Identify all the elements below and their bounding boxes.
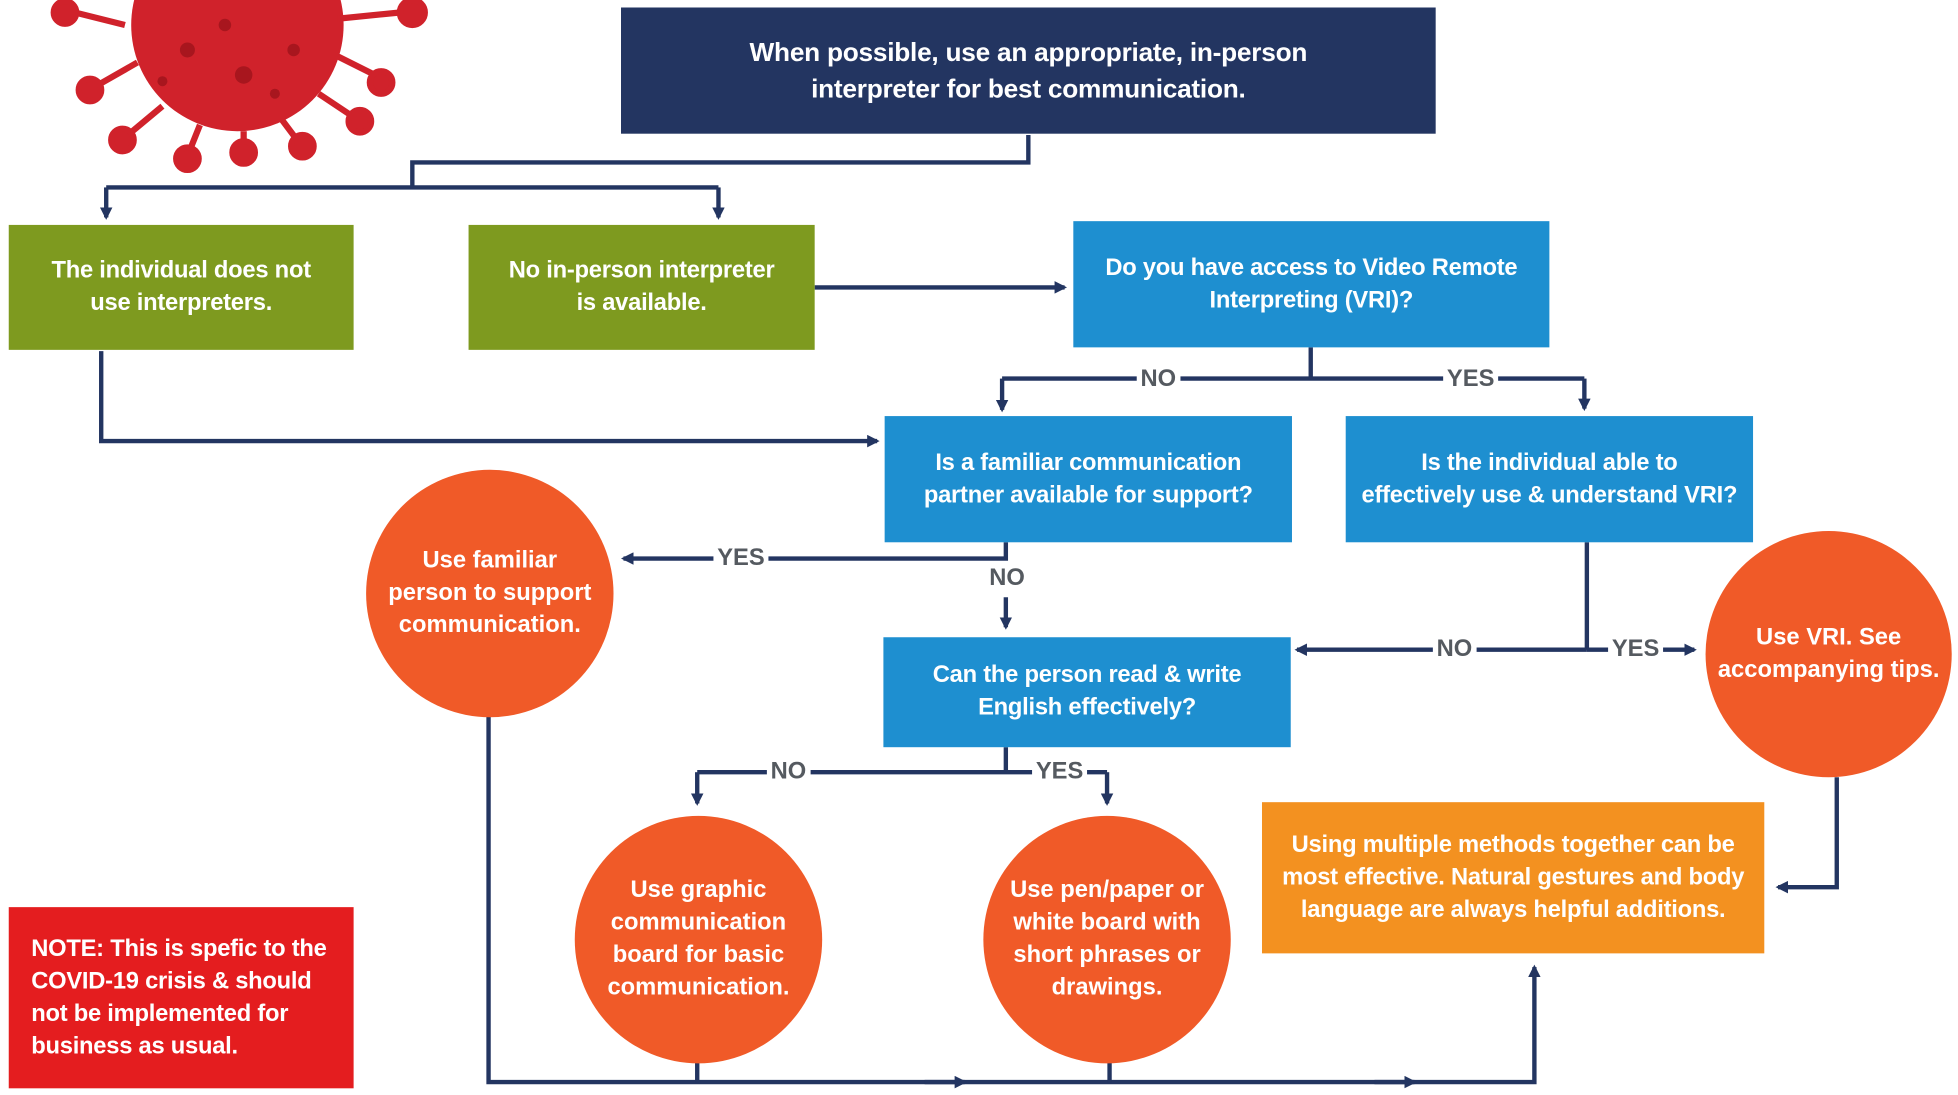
use-familiar-circle: Use familiar person to support communica… xyxy=(366,469,614,718)
multiple-methods-box: Using multiple methods together can be m… xyxy=(1261,802,1765,954)
familiar-no-label: NO xyxy=(985,564,1029,593)
no-inperson-box: No in-person interpreter is available. xyxy=(468,224,815,350)
top-recommendation-text: When possible, use an appropriate, in-pe… xyxy=(749,38,1308,104)
note-text: This is spefic to the COVID-19 crisis & … xyxy=(31,935,327,1059)
able-vri-text: Is the individual able to effectively us… xyxy=(1361,449,1738,508)
graphic-board-circle: Use graphic communication board for basi… xyxy=(574,815,823,1064)
vri-no-label: NO xyxy=(1136,366,1180,394)
able-no-label: NO xyxy=(1432,635,1476,664)
familiar-partner-box: Is a familiar communication partner avai… xyxy=(884,416,1292,543)
use-vri-circle: Use VRI. See accompanying tips. xyxy=(1705,531,1952,778)
vri-yes-label: YES xyxy=(1443,366,1499,394)
familiar-partner-text: Is a familiar communication partner avai… xyxy=(923,449,1253,508)
pen-paper-text: Use pen/paper or white board with short … xyxy=(1010,877,1205,1001)
able-yes-label: YES xyxy=(1608,635,1664,664)
vri-access-text: Do you have access to Video Remote Inter… xyxy=(1105,254,1518,313)
graphic-board-text: Use graphic communication board for basi… xyxy=(607,877,790,1001)
pen-paper-circle: Use pen/paper or white board with short … xyxy=(983,815,1231,1064)
no-inperson-text: No in-person interpreter is available. xyxy=(508,257,775,317)
note-label: NOTE: xyxy=(31,935,104,962)
read-no-label: NO xyxy=(766,758,810,786)
no-interpreters-text: The individual does not use interpreters… xyxy=(51,257,311,317)
use-vri-text: Use VRI. See accompanying tips. xyxy=(1717,624,1940,683)
virus-graphic xyxy=(50,0,428,174)
note-content: NOTE: This is spefic to the COVID-19 cri… xyxy=(31,933,327,1063)
vri-access-box: Do you have access to Video Remote Inter… xyxy=(1073,221,1550,348)
read-yes-label: YES xyxy=(1032,758,1088,786)
familiar-yes-label: YES xyxy=(713,544,769,573)
top-recommendation-box: When possible, use an appropriate, in-pe… xyxy=(621,7,1436,134)
no-interpreters-box: The individual does not use interpreters… xyxy=(8,224,354,350)
able-vri-box: Is the individual able to effectively us… xyxy=(1345,416,1754,543)
multiple-methods-text: Using multiple methods together can be m… xyxy=(1282,831,1745,923)
read-write-box: Can the person read & write English effe… xyxy=(883,637,1291,748)
use-familiar-text: Use familiar person to support communica… xyxy=(388,547,592,639)
note-box: NOTE: This is spefic to the COVID-19 cri… xyxy=(8,907,354,1089)
read-write-text: Can the person read & write English effe… xyxy=(932,662,1242,721)
